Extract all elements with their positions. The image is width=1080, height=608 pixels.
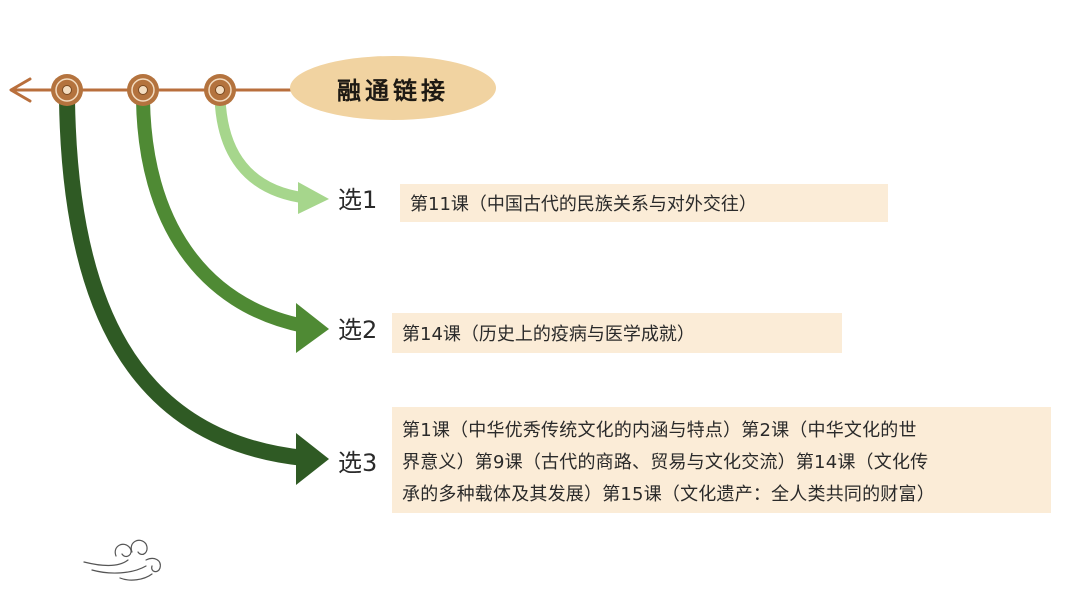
option-3-line: 承的多种载体及其发展）第15课（文化遗产：全人类共同的财富） (402, 484, 935, 505)
option-3-line: 界意义）第9课（古代的商路、贸易与文化交流）第14课（文化传 (402, 452, 929, 473)
option-1-box: 第11课（中国古代的民族关系与对外交往） (400, 184, 888, 222)
option-2-box: 第14课（历史上的疫病与医学成就） (392, 313, 842, 353)
section-title: 融通链接 (290, 56, 496, 120)
option-3-box: 第1课（中华优秀传统文化的内涵与特点）第2课（中华文化的世 界意义）第9课（古代… (392, 407, 1051, 513)
timeline-node-icon (204, 74, 236, 106)
cloud-ornament-icon (83, 539, 161, 581)
arrow-option-2-head (296, 303, 329, 353)
left-arrow-icon (9, 77, 32, 103)
arrow-option-3-head (296, 433, 329, 485)
option-3-label: 选3 (338, 449, 378, 477)
timeline-node-icon (127, 74, 159, 106)
option-1-label: 选1 (338, 186, 378, 214)
arrow-option-1-curve (214, 97, 306, 204)
arrow-option-2-curve (136, 99, 306, 333)
timeline-node-icon (51, 74, 83, 106)
option-3-line: 第1课（中华优秀传统文化的内涵与特点）第2课（中华文化的世 (402, 420, 917, 441)
option-2-label: 选2 (338, 316, 378, 344)
arrow-option-1-head (298, 182, 329, 214)
arrow-option-3-curve (59, 99, 305, 466)
